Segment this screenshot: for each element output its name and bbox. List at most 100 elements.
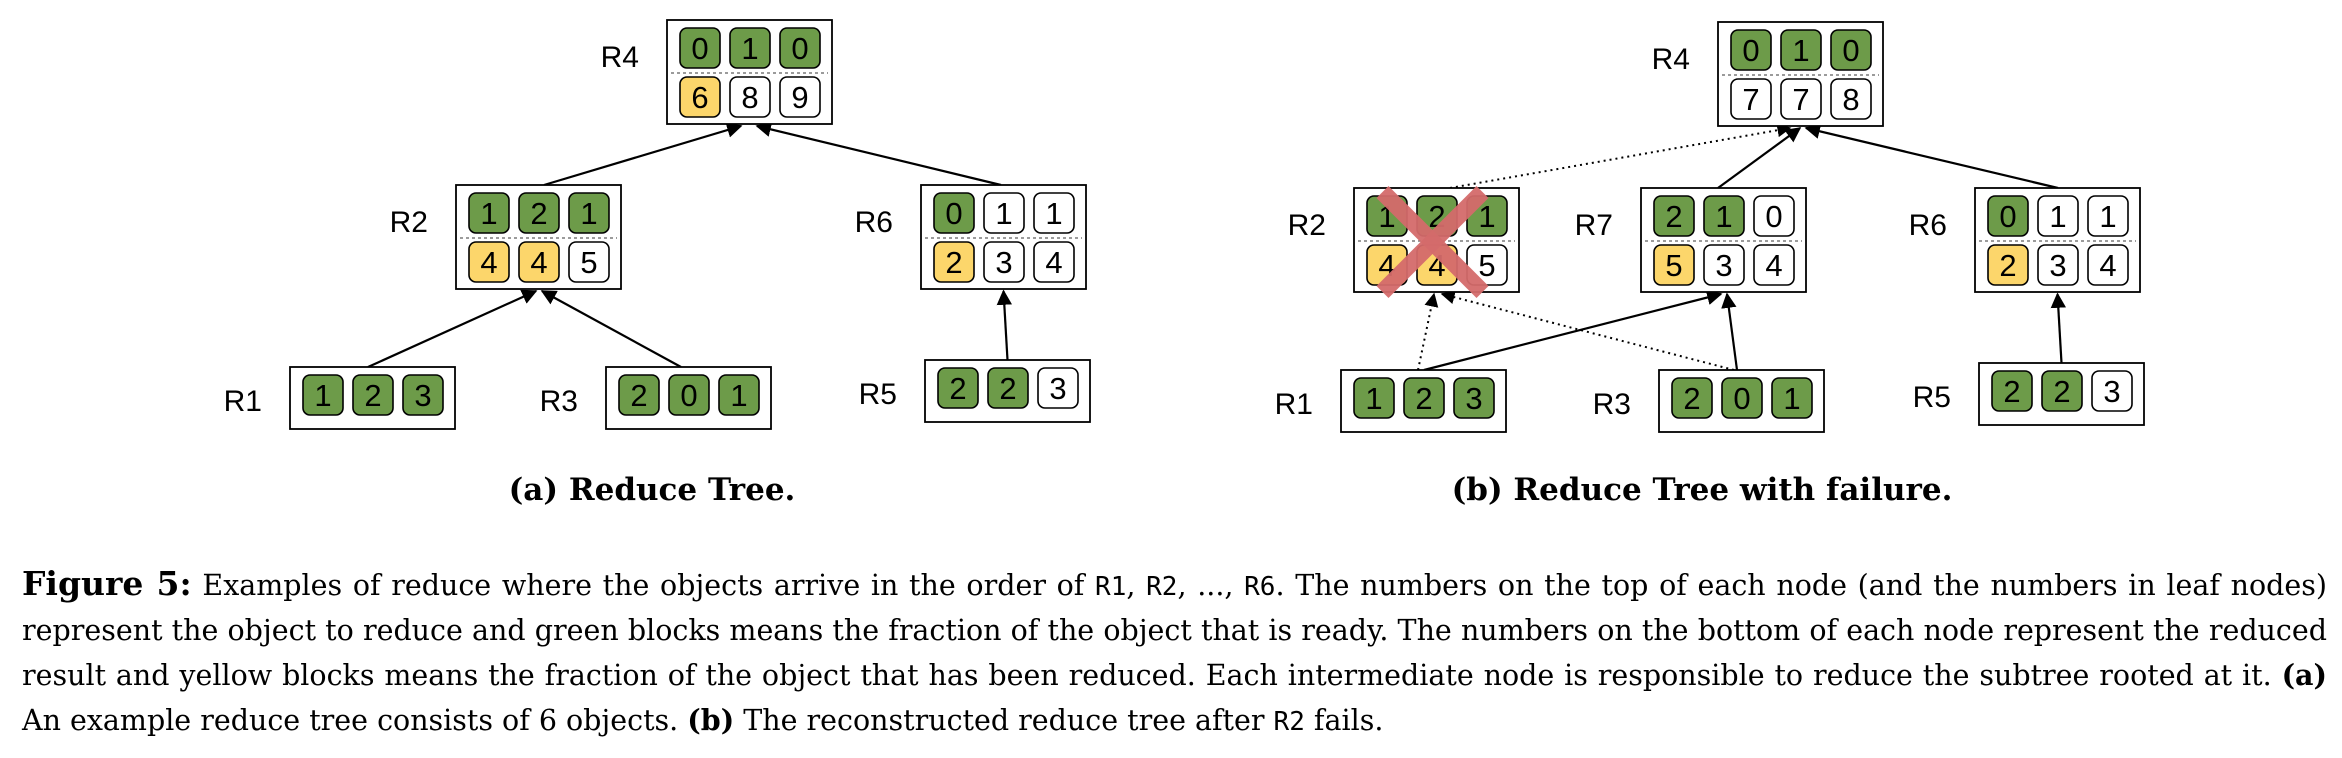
cell-value: 2 [2003, 374, 2020, 409]
failure-x-icon [1376, 185, 1489, 299]
node-label: R3 [540, 385, 578, 418]
caption-text: , [1126, 569, 1147, 602]
cell-r5-top-1 [1991, 370, 2033, 412]
cell-r7-top-1 [1653, 195, 1695, 237]
cell-r6-top-2 [983, 192, 1025, 234]
cell-value: 2 [1683, 381, 1700, 416]
cell-value: 1 [1478, 199, 1495, 234]
edge-r5-to-r6 [996, 289, 1012, 361]
cell-value: 3 [1049, 371, 1066, 406]
caption-text: . The numbers on the top of each node (a… [22, 569, 2327, 692]
cell-value: 4 [2099, 248, 2116, 283]
cell-r2-bottom-2 [518, 241, 560, 283]
cell-value: 5 [1665, 248, 1682, 283]
node-label: R5 [1913, 381, 1951, 414]
cell-r4-top-2 [729, 27, 771, 69]
cell-value: 0 [691, 31, 708, 66]
cell-r3-top-2 [668, 374, 710, 416]
cell-value: 2 [364, 378, 381, 413]
cell-r5-top-1 [937, 367, 979, 409]
cell-value: 8 [741, 80, 758, 115]
cell-value: 0 [1742, 33, 1759, 68]
edge-r3-to-r2-dotted [1440, 290, 1735, 371]
cell-value: 4 [530, 245, 547, 280]
cell-value: 2 [1665, 199, 1682, 234]
cell-value: 6 [691, 80, 708, 115]
cell-r4-bottom-1 [679, 76, 721, 118]
caption-text: The reconstructed reduce tree after [734, 704, 1274, 737]
cell-r6-top-2 [2037, 195, 2079, 237]
caption-bold: (a) [2281, 658, 2327, 692]
edge-r2-to-r4-dotted [1449, 123, 1792, 189]
cell-r4-top-2 [1780, 29, 1822, 71]
cell-value: 1 [1783, 381, 1800, 416]
subcaption-b: (b) Reduce Tree with failure. [1452, 472, 1953, 508]
cell-r6-bottom-3 [2087, 244, 2129, 286]
cell-value: 3 [1465, 381, 1482, 416]
node-label: R4 [1652, 43, 1690, 76]
node-label: R7 [1575, 209, 1613, 242]
edge-r6-to-r4 [1804, 123, 2059, 190]
edge-r3-to-r7 [1721, 292, 1739, 371]
node-label: R3 [1593, 388, 1631, 421]
cell-r3-top-2 [1721, 377, 1763, 419]
cell-value: 0 [1999, 199, 2016, 234]
cell-r1-top-1 [302, 374, 344, 416]
cell-value: 1 [995, 196, 1012, 231]
cell-r2-bottom-1 [468, 241, 510, 283]
node-label: R2 [1288, 209, 1326, 242]
cell-value: 1 [1715, 199, 1732, 234]
cell-value: 4 [1045, 245, 1062, 280]
cell-r3-top-3 [718, 374, 760, 416]
cell-r6-bottom-2 [983, 241, 1025, 283]
cell-value: 1 [480, 196, 497, 231]
edge-r7-to-r4 [1717, 127, 1802, 189]
cell-r1-top-3 [402, 374, 444, 416]
cell-r6-bottom-3 [1033, 241, 1075, 283]
cell-value: 0 [680, 378, 697, 413]
cell-r2-top-3 [568, 192, 610, 234]
cell-value: 0 [1765, 199, 1782, 234]
cell-r1-top-2 [352, 374, 394, 416]
cell-r2-top-1 [468, 192, 510, 234]
cell-value: 1 [730, 378, 747, 413]
caption-code: R1 [1095, 572, 1127, 602]
cell-value: 2 [945, 245, 962, 280]
cell-r2-top-2 [518, 192, 560, 234]
cell-r3-top-1 [1671, 377, 1713, 419]
cell-r3-top-1 [618, 374, 660, 416]
cell-value: 2 [530, 196, 547, 231]
caption-figure-label: Figure 5: [22, 564, 192, 603]
caption-bold: (b) [687, 703, 735, 737]
edge-r5-to-r6 [2050, 292, 2066, 364]
cell-value: 0 [1842, 33, 1859, 68]
edge-r3-to-r2 [540, 290, 682, 368]
cell-value: 0 [791, 31, 808, 66]
cell-r1-top-3 [1453, 377, 1495, 419]
cell-r2-bottom-3 [568, 241, 610, 283]
cell-value: 1 [314, 378, 331, 413]
cell-value: 3 [414, 378, 431, 413]
cell-r4-bottom-3 [779, 76, 821, 118]
subcaption-a: (a) Reduce Tree. [509, 472, 796, 508]
cell-r5-top-2 [2041, 370, 2083, 412]
cell-r5-top-3 [1037, 367, 1079, 409]
cell-r5-top-2 [987, 367, 1029, 409]
cell-value: 9 [791, 80, 808, 115]
edge-r1-to-r7 [1423, 289, 1723, 372]
cell-r7-bottom-1 [1653, 244, 1695, 286]
node-label: R2 [390, 206, 428, 239]
caption-text: Examples of reduce where the objects arr… [191, 569, 1096, 602]
cell-value: 4 [480, 245, 497, 280]
cell-r4-top-3 [1830, 29, 1872, 71]
node-label: R6 [855, 206, 893, 239]
caption-text: An example reduce tree consists of 6 obj… [22, 704, 688, 737]
